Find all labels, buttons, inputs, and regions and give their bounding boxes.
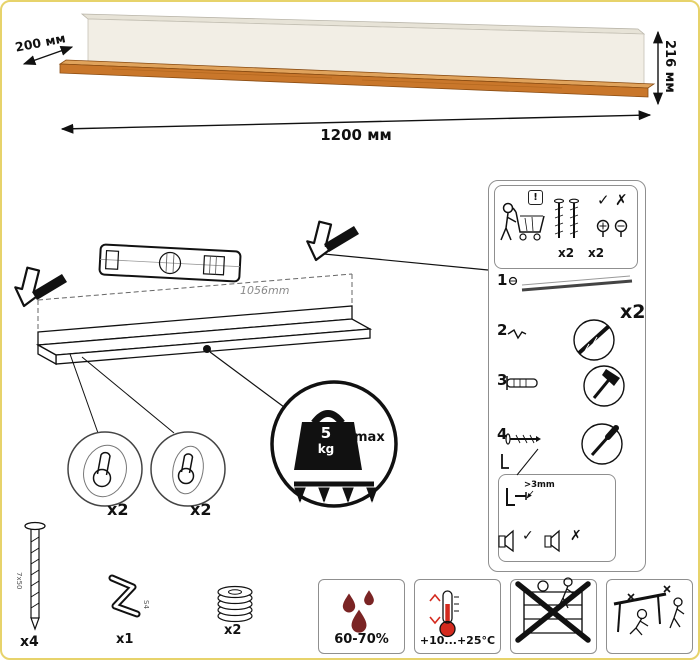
spirit-level-icon	[98, 243, 242, 283]
mount-detail-box	[498, 474, 616, 562]
keyhole-detail-b	[150, 431, 226, 507]
thermometer-icon	[429, 590, 459, 638]
pencil-mark-right	[324, 226, 359, 252]
purchase-warning-box	[494, 185, 638, 269]
mount-point-arrow-left	[14, 266, 42, 308]
dimension-arrows	[22, 30, 664, 134]
tipping-hazard-icon	[613, 585, 685, 636]
loose-screws-icon	[553, 198, 580, 238]
bracket-gap-icon	[506, 488, 534, 506]
pencil-mark-left	[32, 274, 67, 300]
z-key-icon	[108, 574, 141, 618]
humidity-drops-icon	[342, 590, 374, 633]
step3-plug-hammer-icon	[506, 365, 625, 407]
max-load-badge	[270, 380, 398, 508]
washer-stack-icon	[217, 585, 253, 623]
shelf-outline-drawing	[35, 305, 373, 366]
hang-variant-icons	[498, 529, 560, 553]
marking-guides	[37, 273, 353, 332]
screw-head-icons	[596, 219, 628, 237]
step1-mark-icon	[508, 275, 633, 292]
no-climbing-icon	[515, 577, 591, 643]
temperature-box	[414, 579, 501, 654]
tipping-hazard-box	[606, 579, 693, 654]
keyhole-detail-a	[67, 431, 143, 507]
step4-screw-in-icon	[501, 423, 623, 476]
leader-lines	[69, 253, 489, 434]
person-cart-icon	[500, 202, 545, 241]
shelf-product-image	[58, 13, 656, 98]
mount-point-arrow-right	[306, 220, 334, 262]
step2-drill-icon	[507, 319, 615, 361]
screw-icon	[24, 521, 46, 631]
